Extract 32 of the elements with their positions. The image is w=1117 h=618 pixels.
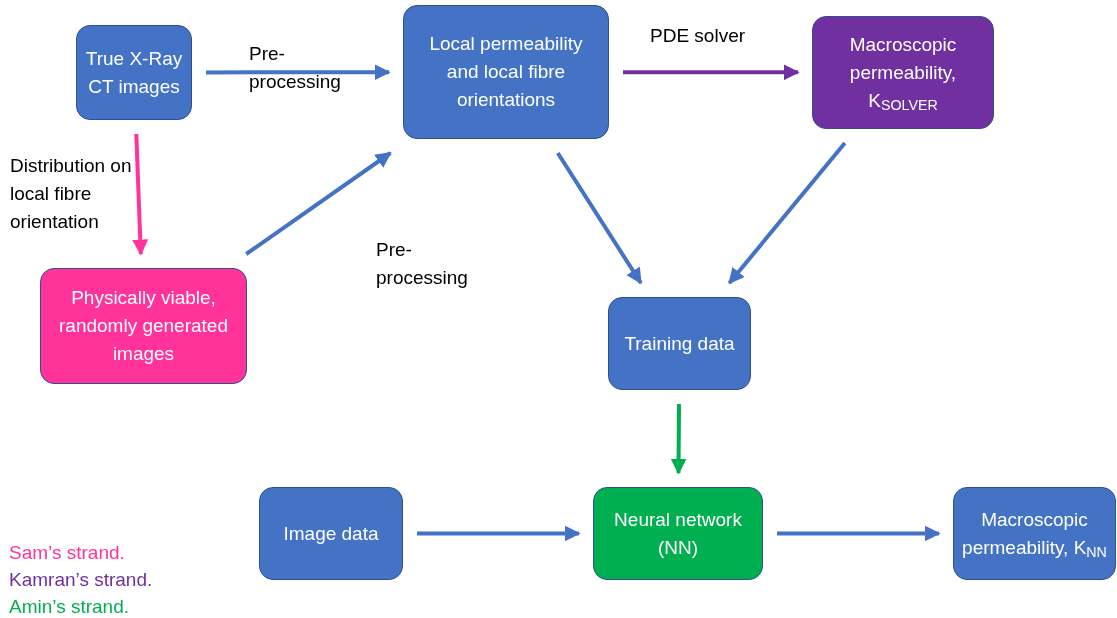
arrow <box>670 404 687 475</box>
edge-label: Distribution on local fibre orientation <box>10 154 133 234</box>
legend-entry: Kamran’s strand. <box>9 568 153 592</box>
legend-entry: Sam’s strand. <box>9 541 126 565</box>
edge-label: PDE solver <box>650 24 747 48</box>
box-label: Training data <box>624 331 735 356</box>
arrow <box>623 64 800 81</box>
process-box <box>403 5 609 139</box>
legend-entry: Amin’s strand. <box>9 595 131 618</box>
edge-label: Pre- processing <box>249 42 342 94</box>
box-label: Macroscopic permeability, K$_{SOLVER}$ <box>848 32 958 115</box>
box-label: Physically viable, randomly generated images <box>58 286 229 366</box>
edge-label: Pre- processing <box>376 238 469 290</box>
process-box <box>40 268 247 384</box>
process-box <box>259 487 403 580</box>
box-label: True X-Ray CT images <box>85 46 183 99</box>
process-box <box>812 16 994 129</box>
box-label: Local permeability and local fibre orientations <box>428 32 584 112</box>
arrow <box>556 151 643 285</box>
arrow <box>777 525 941 542</box>
process-box <box>593 487 763 580</box>
box-label: Image data <box>283 521 379 546</box>
arrow <box>132 133 149 256</box>
arrow <box>417 525 581 542</box>
arrow <box>245 151 392 256</box>
process-box <box>953 487 1116 580</box>
process-box <box>76 25 192 120</box>
arrow <box>727 141 847 285</box>
process-box <box>608 297 751 390</box>
arrow <box>206 64 391 81</box>
box-label: Macroscopic permeability, K$_{NN}$ <box>962 507 1107 562</box>
box-label: Neural network (NN) <box>613 507 743 560</box>
